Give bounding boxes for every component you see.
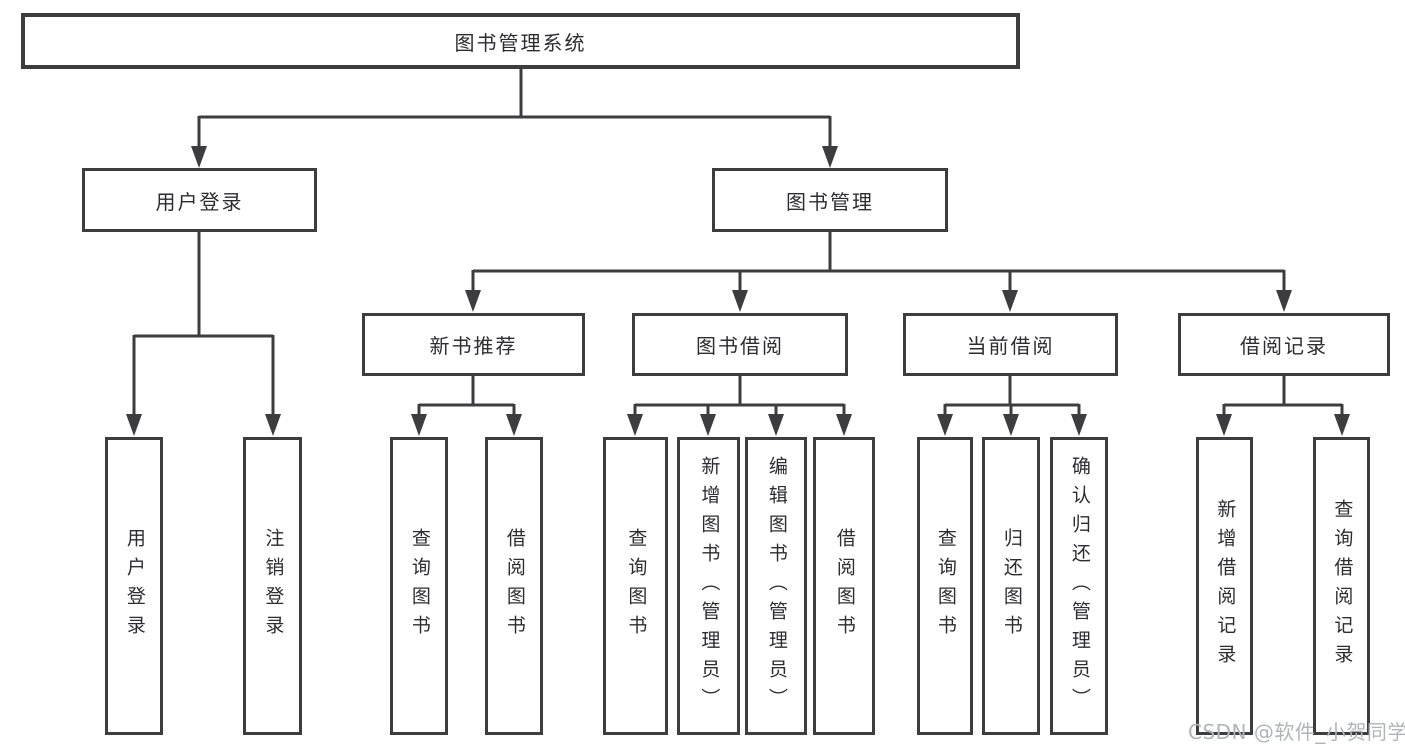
node-label: 借阅记录 bbox=[1240, 334, 1328, 358]
node-label: 新书推荐 bbox=[429, 334, 518, 358]
node-label: 新增借阅记录 bbox=[1214, 499, 1237, 673]
leaf-query-borrow-record: 查询借阅记录 bbox=[1313, 437, 1370, 735]
node-book-management: 图书管理 bbox=[712, 168, 948, 232]
node-new-book-recommendation: 新书推荐 bbox=[362, 313, 585, 376]
node-label: 归还图书 bbox=[1000, 528, 1023, 644]
node-borrowing-records: 借阅记录 bbox=[1178, 313, 1390, 376]
node-label: 当前借阅 bbox=[966, 334, 1055, 358]
node-label: 图书管理系统 bbox=[454, 30, 587, 55]
node-label: 新增图书（管理员） bbox=[698, 455, 721, 717]
leaf-query-books-recommend: 查询图书 bbox=[390, 437, 448, 735]
node-label: 用户登录 bbox=[155, 189, 244, 214]
csdn-watermark: CSDN @软件_小贺同学 bbox=[1188, 720, 1405, 744]
leaf-borrow-books: 借阅图书 bbox=[813, 437, 875, 735]
node-label: 确认归还（管理员） bbox=[1068, 455, 1091, 717]
node-label: 用户登录 bbox=[123, 528, 146, 644]
node-label: 图书管理 bbox=[786, 189, 874, 214]
node-label: 图书借阅 bbox=[696, 334, 784, 358]
node-label: 借阅图书 bbox=[833, 528, 856, 644]
leaf-add-book-admin: 新增图书（管理员） bbox=[677, 437, 740, 735]
leaf-borrow-books-recommend: 借阅图书 bbox=[485, 437, 543, 735]
node-label: 查询借阅记录 bbox=[1331, 499, 1354, 673]
leaf-return-books: 归还图书 bbox=[982, 437, 1040, 735]
leaf-edit-book-admin: 编辑图书（管理员） bbox=[745, 437, 807, 735]
leaf-query-books-current: 查询图书 bbox=[917, 437, 973, 735]
node-label: 查询图书 bbox=[408, 528, 431, 644]
node-book-borrowing: 图书借阅 bbox=[632, 313, 848, 376]
node-label: 查询图书 bbox=[625, 528, 648, 644]
leaf-user-login: 用户登录 bbox=[105, 437, 163, 735]
node-label: 注销登录 bbox=[262, 528, 285, 644]
leaf-add-borrow-record: 新增借阅记录 bbox=[1196, 437, 1253, 735]
node-user-login: 用户登录 bbox=[82, 168, 317, 232]
leaf-confirm-return-admin: 确认归还（管理员） bbox=[1050, 437, 1108, 735]
node-library-management-system: 图书管理系统 bbox=[21, 13, 1020, 69]
leaf-logout: 注销登录 bbox=[243, 437, 302, 735]
leaf-query-books-borrowing: 查询图书 bbox=[603, 437, 668, 735]
node-current-borrowing: 当前借阅 bbox=[903, 313, 1118, 376]
node-label: 查询图书 bbox=[934, 528, 957, 644]
node-label: 编辑图书（管理员） bbox=[765, 455, 788, 717]
node-label: 借阅图书 bbox=[503, 528, 526, 644]
